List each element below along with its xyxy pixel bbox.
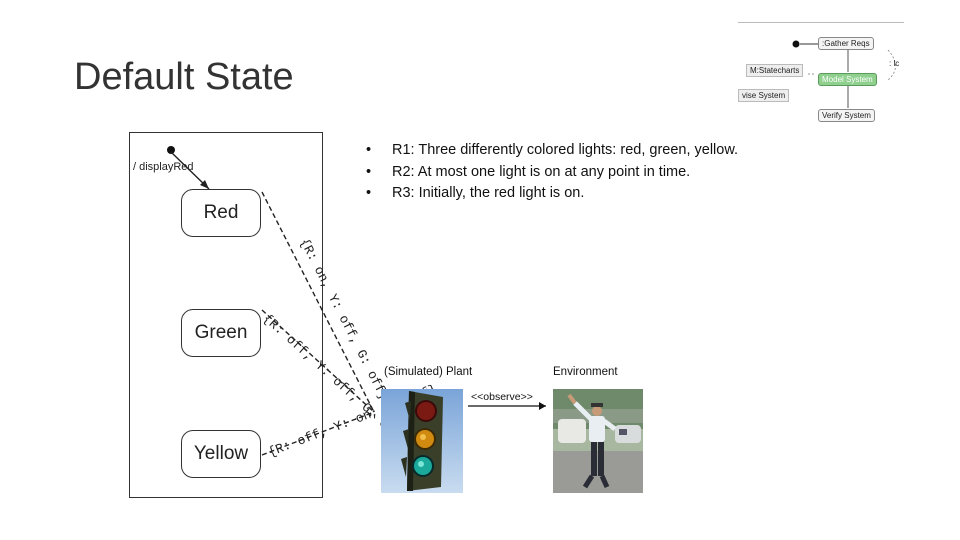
traffic-light-illustration xyxy=(381,389,463,493)
traffic-light-photo xyxy=(381,389,463,493)
traffic-officer-photo xyxy=(553,389,643,493)
traffic-officer-illustration xyxy=(553,389,643,493)
